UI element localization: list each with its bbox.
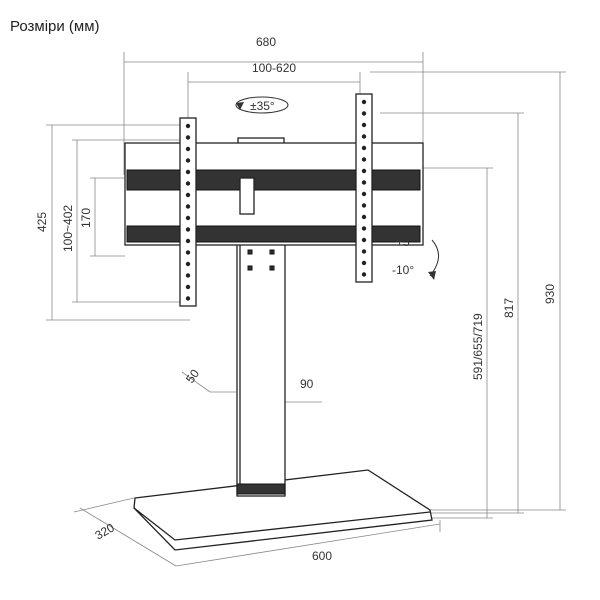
- bracket-hole: [185, 215, 191, 221]
- horizontal-mount-rail: [124, 142, 424, 246]
- bracket-hole: [361, 157, 367, 162]
- dim-tilt-up: +5°: [396, 235, 415, 249]
- swivel-indicator: [235, 96, 289, 114]
- dim-overall-width: 680: [256, 35, 276, 49]
- bracket-hole: [185, 135, 191, 140]
- bracket-hole: [361, 145, 367, 151]
- bracket-hole: [185, 146, 191, 152]
- dim-height-positions: 591/655/719: [471, 313, 485, 380]
- bracket-hole: [185, 123, 191, 129]
- dim-total-height: 930: [543, 284, 557, 304]
- bracket-hole: [361, 191, 367, 197]
- tilt-indicator: [428, 239, 439, 280]
- dim-bracket-height: 425: [35, 212, 49, 232]
- stand-column: [236, 227, 286, 497]
- dim-column-depth: 50: [183, 366, 202, 385]
- bracket-hole: [185, 261, 191, 267]
- dim-vesa-horizontal: 100-620: [252, 61, 296, 75]
- bracket-hole: [185, 192, 191, 198]
- bracket-hole: [361, 272, 367, 277]
- bracket-hole: [361, 260, 367, 266]
- dim-vesa-vertical: 100~402: [61, 205, 75, 252]
- bracket-hole: [361, 122, 367, 128]
- bracket-hole: [361, 203, 367, 208]
- bracket-hole: [185, 250, 191, 255]
- dim-tilt-down: -10°: [392, 263, 414, 277]
- bracket-hole: [185, 238, 191, 244]
- diagram-title: Розміри (мм): [10, 18, 100, 35]
- vesa-bracket-left: [179, 117, 197, 307]
- dim-arm-height: 170: [79, 208, 93, 228]
- vesa-bracket-right: [355, 93, 373, 283]
- bracket-hole: [361, 99, 367, 105]
- bracket-hole: [361, 237, 367, 243]
- bracket-hole: [361, 226, 367, 231]
- bracket-hole: [185, 181, 191, 186]
- bracket-hole: [361, 180, 367, 185]
- bracket-hole: [361, 168, 367, 174]
- dimension-lines: [46, 52, 566, 567]
- bracket-hole: [361, 111, 367, 116]
- bracket-hole: [361, 134, 367, 139]
- bracket-hole: [185, 284, 191, 290]
- bracket-hole: [185, 227, 191, 232]
- bracket-hole: [185, 296, 191, 301]
- dim-base-depth: 320: [93, 520, 118, 542]
- bracket-hole: [185, 158, 191, 163]
- bracket-hole: [361, 249, 367, 254]
- bracket-hole: [185, 169, 191, 175]
- dim-base-width: 600: [312, 549, 332, 563]
- dim-swivel: ±35°: [250, 99, 275, 113]
- stand-base: [133, 469, 433, 551]
- bracket-hole: [185, 273, 191, 278]
- bracket-hole: [185, 204, 191, 209]
- dim-max-height-center: 817: [502, 298, 516, 318]
- bracket-hole: [361, 214, 367, 220]
- dim-column-width: 90: [300, 377, 314, 391]
